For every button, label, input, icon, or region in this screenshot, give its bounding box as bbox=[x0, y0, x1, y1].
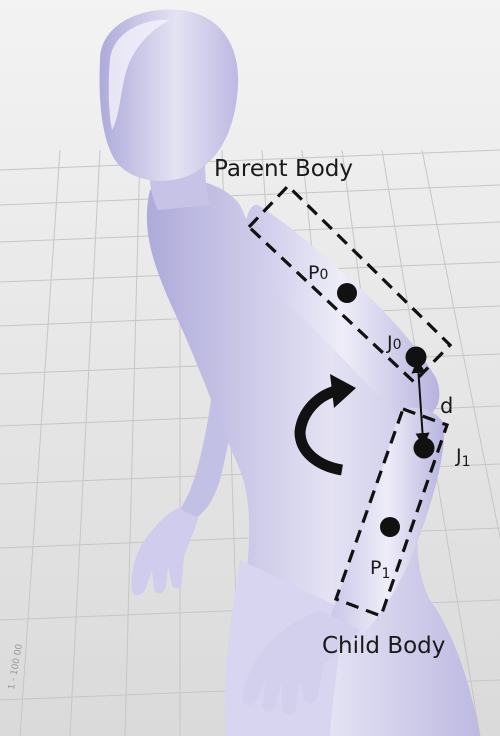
distance-label: d bbox=[440, 394, 453, 418]
point-j0 bbox=[406, 347, 427, 368]
parent-body-label: Parent Body bbox=[214, 156, 353, 182]
point-p1 bbox=[380, 517, 400, 537]
point-j1 bbox=[414, 438, 435, 459]
point-p0 bbox=[337, 283, 357, 303]
child-body-label: Child Body bbox=[322, 633, 445, 659]
